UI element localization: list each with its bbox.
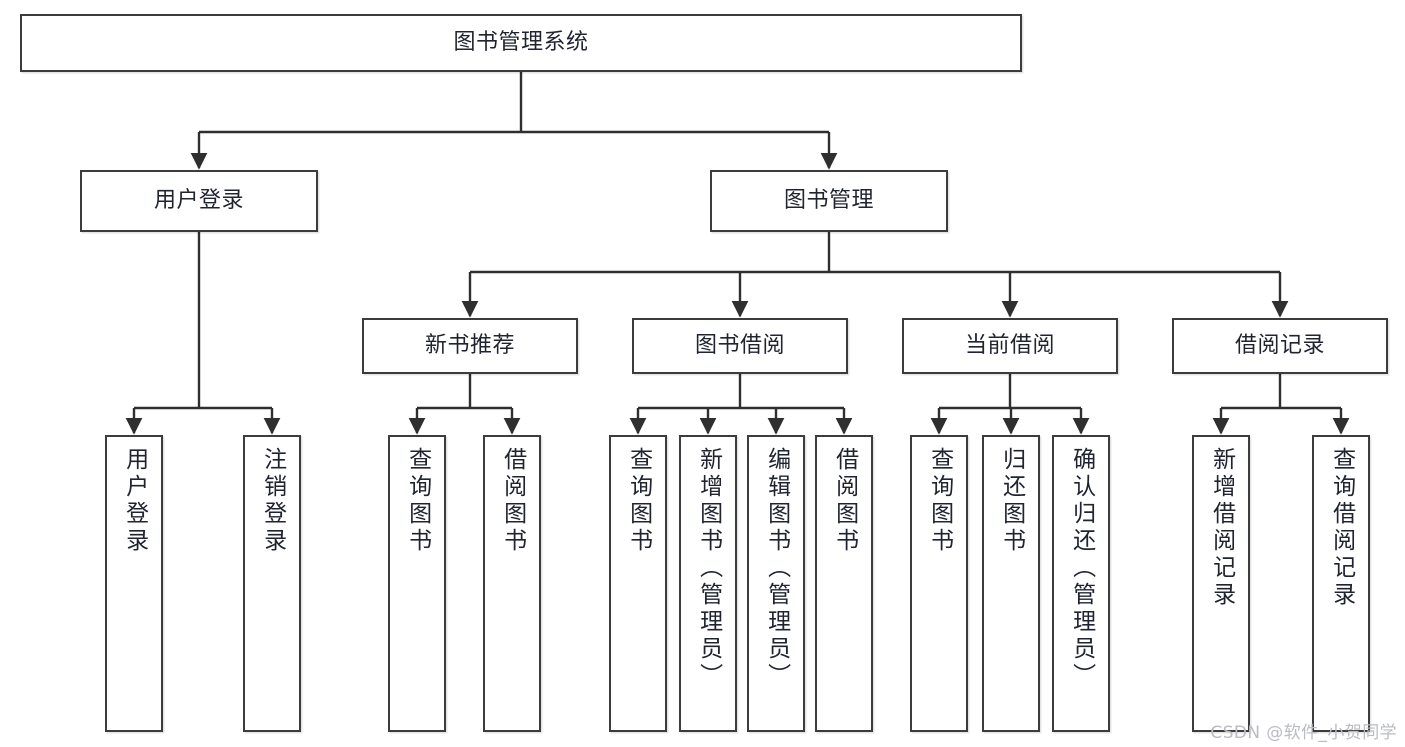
node-label: 新增借阅记录 [1208,447,1235,609]
node-leaf-borrow-book-1[interactable]: 借阅图书 [483,435,541,732]
node-label: 当前借阅 [964,333,1055,358]
node-label: 查询图书 [926,447,953,555]
node-leaf-add-record[interactable]: 新增借阅记录 [1192,435,1250,732]
node-leaf-edit-book[interactable]: 编辑图书（管理员） [747,435,805,732]
node-leaf-user-login[interactable]: 用户登录 [105,435,163,732]
node-label: 用户登录 [121,447,148,555]
node-leaf-return-book[interactable]: 归还图书 [982,435,1040,732]
node-leaf-query-record[interactable]: 查询借阅记录 [1312,435,1370,732]
node-user-login[interactable]: 用户登录 [80,170,318,232]
node-leaf-logout-login[interactable]: 注销登录 [243,435,301,732]
node-new-book-recommend[interactable]: 新书推荐 [362,318,578,374]
node-leaf-query-book-3[interactable]: 查询图书 [910,435,968,732]
watermark: CSDN @软件_小贺同学 [1210,723,1397,743]
node-leaf-confirm-return[interactable]: 确认归还（管理员） [1052,435,1110,732]
node-label: 图书管理系统 [453,30,589,55]
node-label: 借阅图书 [831,447,858,555]
node-root[interactable]: 图书管理系统 [20,14,1022,72]
node-borrow-record[interactable]: 借阅记录 [1172,318,1388,374]
node-leaf-add-book[interactable]: 新增图书（管理员） [679,435,737,732]
node-label: 借阅图书 [499,447,526,555]
node-book-manage[interactable]: 图书管理 [710,170,948,232]
node-current-borrow[interactable]: 当前借阅 [902,318,1118,374]
node-label: 查询图书 [625,447,652,555]
node-label: 确认归还（管理员） [1068,447,1095,690]
node-label: 用户登录 [153,188,244,213]
node-label: 借阅记录 [1234,333,1325,358]
node-leaf-borrow-book-2[interactable]: 借阅图书 [815,435,873,732]
node-label: 新增图书（管理员） [695,447,722,690]
node-label: 图书借阅 [694,333,785,358]
node-label: 注销登录 [259,447,286,555]
node-label: 查询图书 [404,447,431,555]
node-label: 编辑图书（管理员） [763,447,790,690]
node-leaf-query-book-2[interactable]: 查询图书 [609,435,667,732]
node-leaf-query-book-1[interactable]: 查询图书 [388,435,446,732]
node-book-borrow[interactable]: 图书借阅 [632,318,848,374]
node-label: 查询借阅记录 [1328,447,1355,609]
node-label: 新书推荐 [424,333,515,358]
node-label: 归还图书 [998,447,1025,555]
node-label: 图书管理 [783,188,874,213]
